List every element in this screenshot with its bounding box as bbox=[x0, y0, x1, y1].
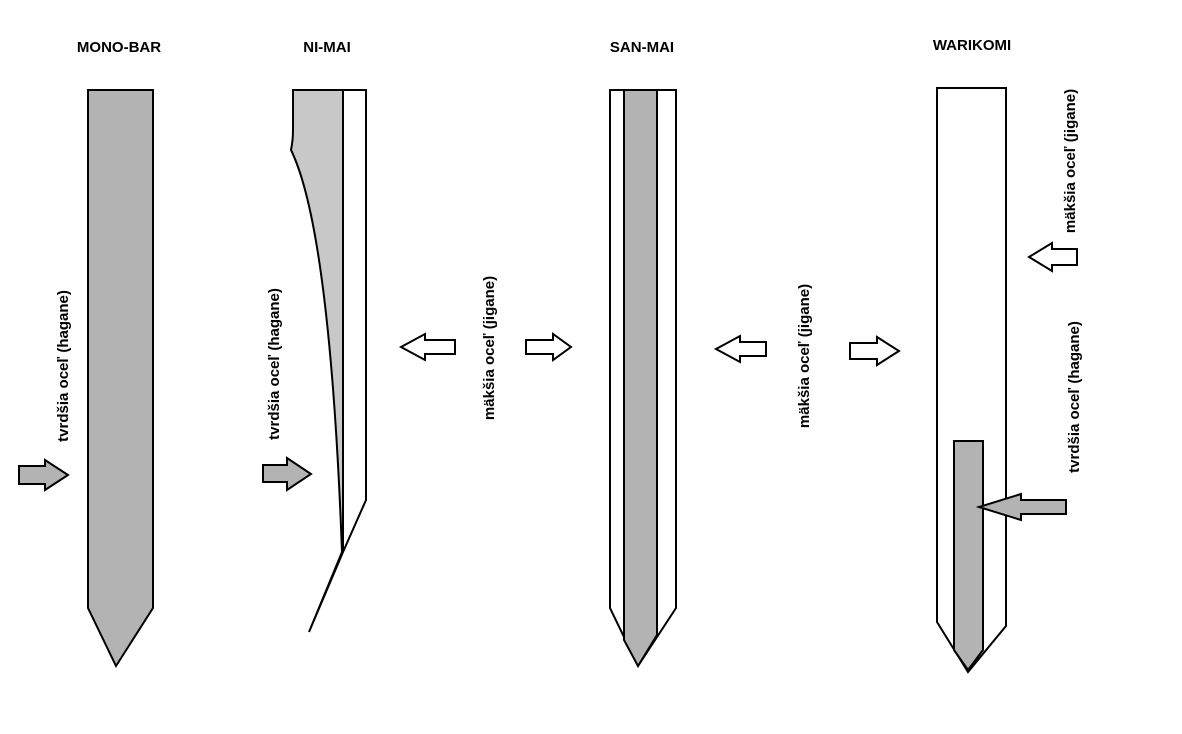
warikomi-hard-insert bbox=[953, 440, 984, 672]
mono-bar-blade bbox=[87, 89, 154, 669]
label-soft-between-2: mäkšia oceľ (jigane) bbox=[796, 284, 813, 428]
arrow-right-hard-ni-mai bbox=[262, 456, 313, 492]
arrow-right-soft-1 bbox=[525, 332, 573, 362]
arrow-left-soft-1 bbox=[398, 332, 456, 362]
title-warikomi: WARIKOMI bbox=[933, 37, 1011, 54]
title-ni-mai: NI-MAI bbox=[303, 39, 351, 56]
label-ni-mai-hard: tvrdšia oceľ (hagane) bbox=[266, 288, 283, 440]
arrow-left-soft-warikomi bbox=[1027, 241, 1078, 273]
arrow-left-hard-warikomi bbox=[975, 492, 1067, 522]
label-soft-between-1: mäkšia oceľ (jigane) bbox=[481, 276, 498, 420]
label-warikomi-soft: mäkšia oceľ (jigane) bbox=[1062, 89, 1079, 233]
title-mono-bar: MONO-BAR bbox=[77, 39, 161, 56]
label-mono-bar-hard: tvrdšia oceľ (hagane) bbox=[55, 290, 72, 442]
title-san-mai: SAN-MAI bbox=[610, 39, 674, 56]
ni-mai-soft-layer bbox=[342, 89, 367, 553]
label-warikomi-hard: tvrdšia oceľ (hagane) bbox=[1066, 321, 1083, 473]
arrow-right-hard-mono bbox=[18, 458, 70, 492]
arrow-right-soft-2 bbox=[849, 335, 901, 367]
san-mai-hard-core bbox=[623, 89, 658, 669]
ni-mai-hard-layer bbox=[289, 89, 344, 633]
arrow-left-soft-2 bbox=[713, 334, 767, 364]
